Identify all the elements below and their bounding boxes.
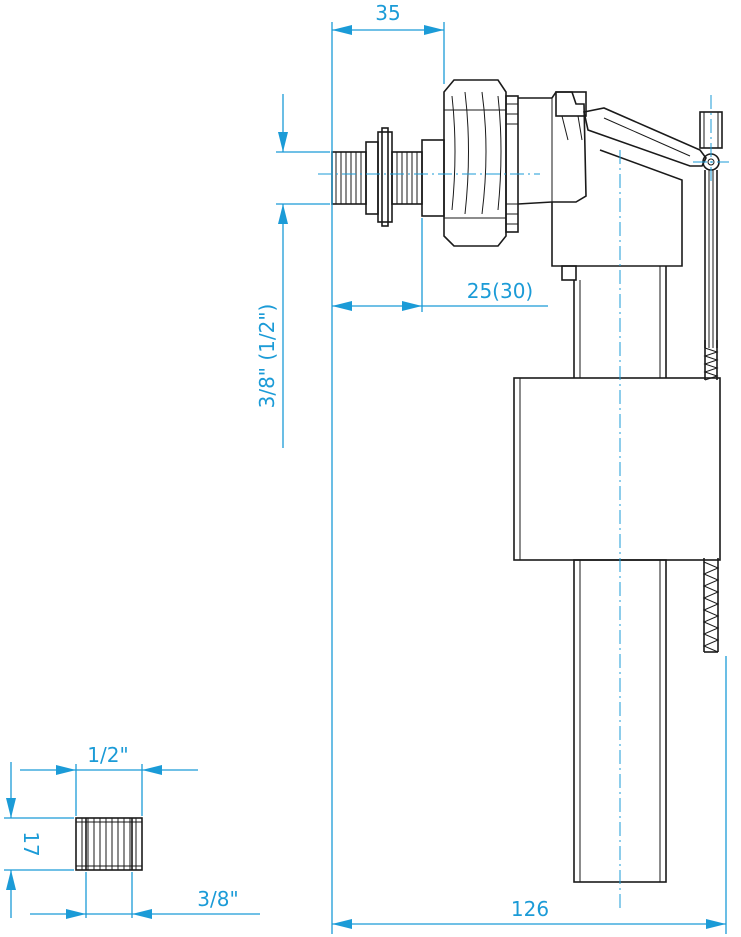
dimension-25-30-label: 25(30) [467, 279, 534, 303]
dimension-inlet-thread: 3/8" (1/2") [255, 94, 330, 448]
fill-valve [331, 79, 723, 883]
float-cup [513, 377, 721, 561]
dimension-25-30: 25(30) [332, 218, 548, 312]
float-lever [583, 107, 723, 171]
valve-head [517, 91, 683, 281]
dimension-adapter-17-label: 17 [19, 831, 43, 856]
center-lines [318, 95, 729, 910]
dimension-35-label: 35 [375, 1, 400, 25]
dimension-126-label: 126 [511, 897, 549, 921]
tower-tube [573, 266, 667, 883]
dimension-adapter-3-8: 3/8" [30, 872, 260, 919]
dimension-adapter-3-8-label: 3/8" [197, 887, 238, 911]
dimension-adapter-half-inch: 1/2" [20, 743, 198, 816]
union-nut [443, 79, 519, 247]
thread-adapter [75, 817, 143, 871]
dimension-adapter-17: 17 [4, 762, 74, 918]
inlet-shank [331, 127, 445, 227]
dimension-inlet-thread-label: 3/8" (1/2") [255, 304, 279, 409]
dimension-adapter-half-inch-label: 1/2" [87, 743, 128, 767]
dimension-35: 35 [331, 1, 445, 200]
dimension-126: 126 [331, 200, 727, 934]
adjusting-rod [702, 170, 720, 653]
